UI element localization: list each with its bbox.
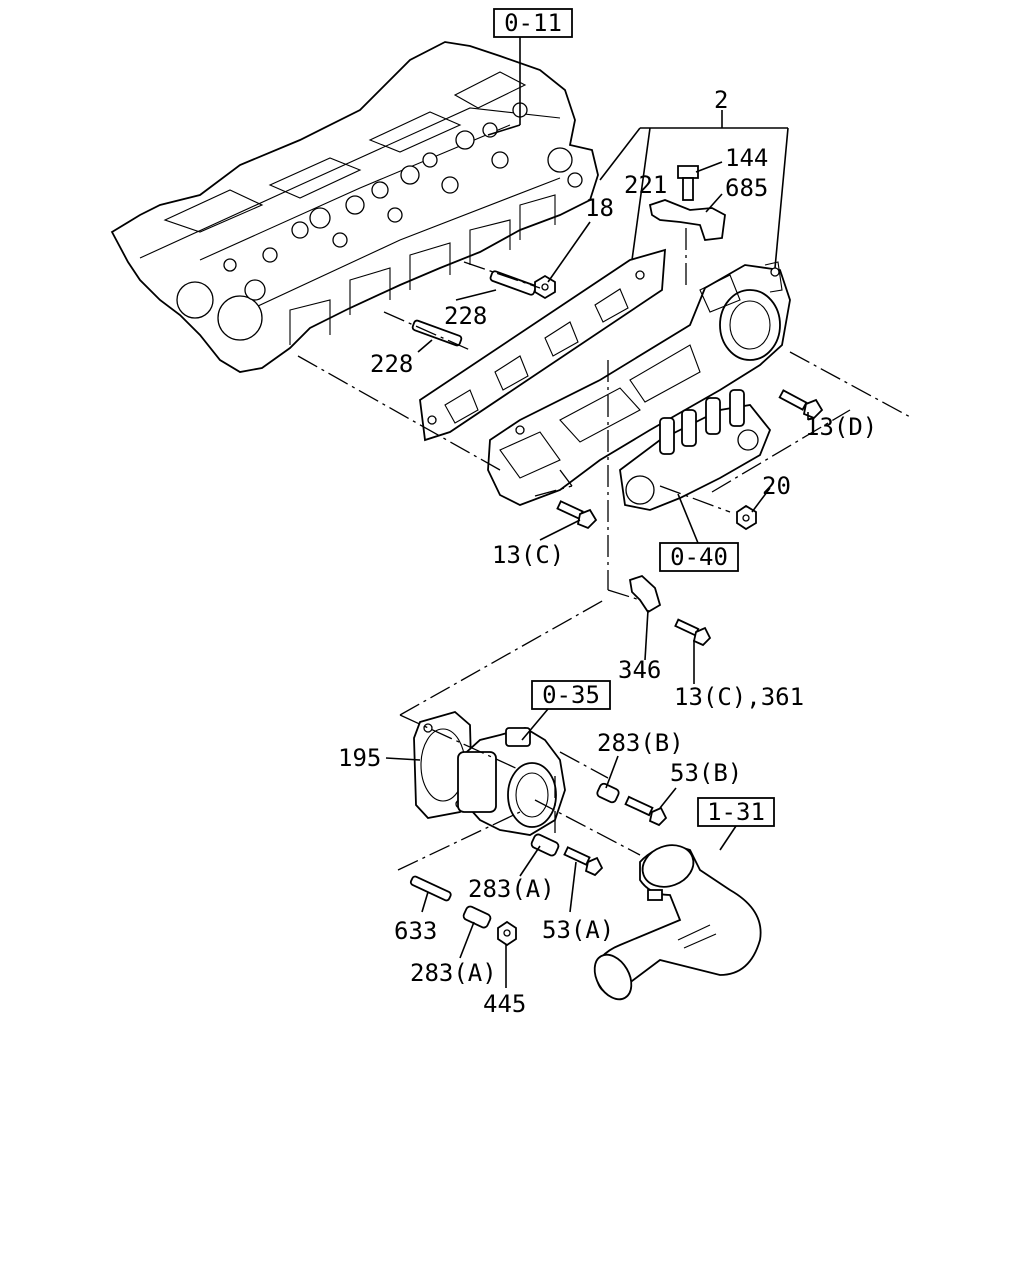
callout-18: 18 — [585, 194, 614, 222]
sleeve-283a-lower — [462, 905, 492, 929]
stud-228-upper — [489, 270, 537, 296]
ref-0-11-label: 0-11 — [504, 9, 562, 37]
callout-20: 20 — [762, 472, 791, 500]
sleeve-283b — [596, 782, 620, 804]
callout-445: 445 — [483, 990, 526, 1018]
callout-283a-lower: 283(A) — [410, 959, 497, 987]
ref-0-40-label: 0-40 — [670, 543, 728, 571]
callout-13d: 13(D) — [805, 413, 877, 441]
callout-53b: 53(B) — [670, 759, 742, 787]
ref-box-0-11: 0-11 — [493, 8, 573, 38]
intake-hose — [593, 844, 762, 1001]
callout-144: 144 — [725, 144, 768, 172]
clip-346 — [628, 574, 662, 614]
callout-195: 195 — [338, 744, 381, 772]
ref-box-0-35: 0-35 — [531, 680, 611, 710]
nut-445 — [497, 920, 517, 947]
clip-685 — [648, 199, 726, 241]
callout-228-lower: 228 — [370, 350, 413, 378]
bolt-144 — [677, 165, 699, 201]
callout-13c: 13(C) — [492, 541, 564, 569]
bolt-13c — [556, 500, 598, 530]
bolt-53a — [563, 846, 604, 877]
stud-228-lower — [411, 319, 463, 347]
callout-633: 633 — [394, 917, 437, 945]
throttle-body — [457, 727, 566, 836]
ref-box-1-31: 1-31 — [697, 797, 775, 827]
bolt-13c-361 — [674, 618, 712, 647]
ref-box-0-40: 0-40 — [659, 542, 739, 572]
nut-20 — [736, 504, 757, 531]
callout-346: 346 — [618, 656, 661, 684]
callout-685: 685 — [725, 174, 768, 202]
bolt-53b — [624, 795, 668, 827]
callout-228-upper: 228 — [444, 302, 487, 330]
callout-13c-361: 13(C),361 — [674, 683, 804, 711]
leader-lines — [385, 37, 809, 988]
callout-221: 221 — [624, 171, 667, 199]
callout-2: 2 — [714, 86, 728, 114]
cylinder-head — [110, 41, 599, 373]
callout-283a-upper: 283(A) — [468, 875, 555, 903]
ref-1-31-label: 1-31 — [707, 798, 765, 826]
nut-18 — [534, 274, 556, 300]
sleeve-283a-upper — [530, 833, 560, 857]
egr-block — [619, 389, 772, 511]
assembly-lines — [297, 228, 913, 871]
callout-283b: 283(B) — [597, 729, 684, 757]
stud-633 — [409, 875, 452, 902]
callout-53a: 53(A) — [542, 916, 614, 944]
intake-gasket — [419, 248, 666, 442]
intake-manifold — [487, 261, 791, 506]
ref-0-35-label: 0-35 — [542, 681, 600, 709]
